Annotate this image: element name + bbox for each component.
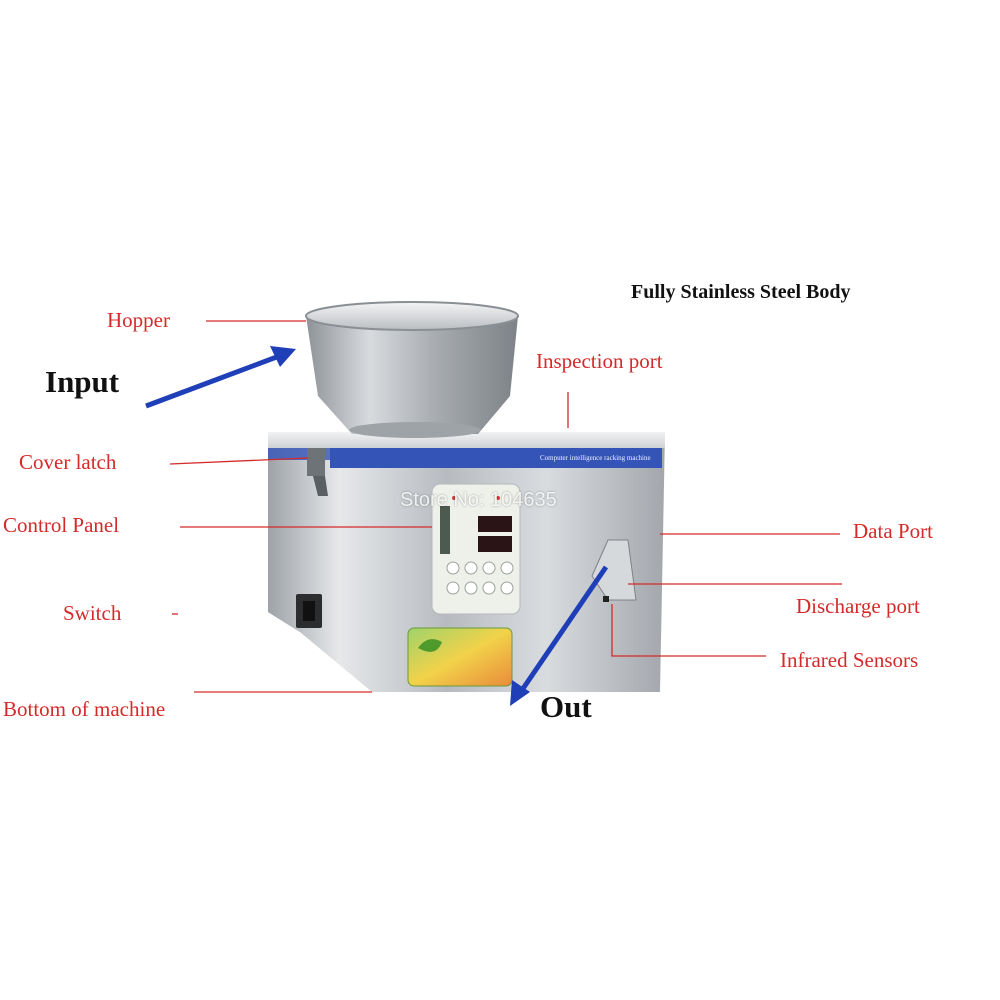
discharge-chute	[591, 539, 637, 601]
store-watermark: Store No: 104635	[400, 489, 557, 511]
product-sticker	[407, 627, 513, 687]
label-data-port: Data Port	[853, 519, 933, 543]
label-inspection-port: Inspection port	[536, 349, 663, 373]
banner-strip	[330, 448, 662, 468]
sticker-leaf	[418, 639, 442, 652]
machine-lid	[268, 432, 665, 448]
panel-indicators	[452, 496, 500, 500]
label-switch: Switch	[63, 601, 122, 625]
input-arrowhead	[270, 346, 296, 367]
input-label: Input	[45, 364, 120, 399]
hopper-neck	[349, 422, 481, 438]
label-control-panel: Control Panel	[3, 513, 120, 537]
flow-arrows	[145, 346, 609, 706]
output-arrow	[517, 565, 609, 695]
output-arrowhead	[510, 680, 530, 706]
output-label: Out	[540, 689, 592, 724]
cover-latch	[307, 448, 325, 476]
infrared-sensor	[603, 596, 609, 602]
hopper	[306, 316, 518, 434]
panel-buttons	[446, 561, 514, 595]
label-discharge-port: Discharge port	[796, 594, 920, 618]
page-heading: Fully Stainless Steel Body	[631, 281, 851, 303]
panel-text-column	[440, 506, 450, 554]
label-bottom: Bottom of machine	[3, 697, 166, 721]
label-infrared-sensors: Infrared Sensors	[780, 648, 919, 672]
label-cover-latch: Cover latch	[19, 450, 117, 474]
panel-display-2	[478, 536, 512, 552]
label-hopper: Hopper	[107, 308, 170, 332]
banner-text: Computer intelligence racking machine	[540, 454, 651, 462]
panel-display-1	[478, 516, 512, 532]
hopper-rim	[305, 301, 519, 331]
power-switch-rocker	[303, 601, 315, 621]
leader-cover-latch	[169, 457, 309, 465]
leader-infrared-sensors	[611, 604, 766, 657]
cover-latch-hinge	[313, 476, 328, 496]
leader-lines	[169, 320, 842, 693]
input-arrow	[145, 352, 283, 409]
